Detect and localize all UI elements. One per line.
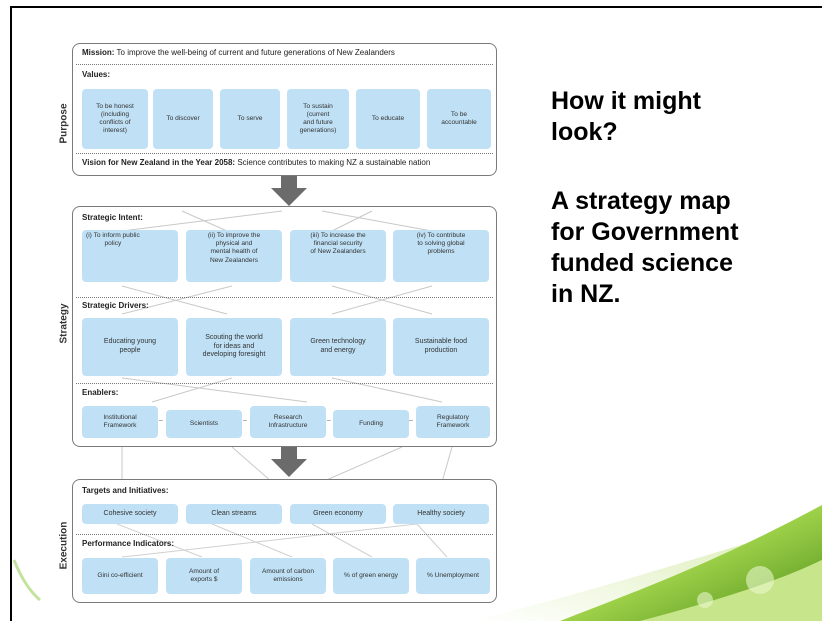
target-box: Cohesive society (82, 504, 178, 524)
driver-box: Scouting the world for ideas and develop… (186, 318, 282, 376)
mission-label: Mission: (82, 48, 115, 57)
values-heading: Values: (82, 70, 110, 79)
value-box: To sustain (current and future generatio… (287, 89, 349, 149)
intent-box: (iv) To contribute to solving global pro… (393, 230, 489, 282)
driver-box: Sustainable food production (393, 318, 489, 376)
value-box: To be honest (including conflicts of int… (82, 89, 148, 149)
connector-lines (116, 523, 448, 558)
indicators-label: Performance Indicators: (82, 539, 175, 548)
targets-label: Targets and Initiatives: (82, 486, 169, 495)
value-box: To discover (153, 89, 213, 149)
enablers-heading: Enablers: (82, 388, 118, 397)
connector-dash: – (409, 417, 413, 424)
slide-subheading: A strategy map for Government funded sci… (551, 187, 739, 308)
divider (76, 153, 493, 154)
target-box: Green economy (290, 504, 386, 524)
indicator-box: % Unemployment (416, 558, 490, 594)
down-arrow-icon (271, 176, 307, 206)
vision-statement: Vision for New Zealand in the Year 2058:… (82, 158, 430, 167)
execution-section-label: Execution (58, 521, 70, 570)
strategic-drivers-heading: Strategic Drivers: (82, 301, 149, 310)
value-box: To serve (220, 89, 280, 149)
divider (76, 383, 493, 384)
indicators-heading: Performance Indicators: (82, 539, 174, 548)
driver-box: Green technology and energy (290, 318, 386, 376)
indicator-box: % of green energy (333, 558, 409, 594)
divider (76, 297, 493, 298)
driver-box: Educating young people (82, 318, 178, 376)
enabler-box: Regulatory Framework (416, 406, 490, 438)
vision-text: Science contributes to making NZ a susta… (235, 158, 431, 167)
target-box: Healthy society (393, 504, 489, 524)
values-label: Values: (82, 70, 111, 79)
enabler-box: Research Infrastructure (250, 406, 326, 438)
divider (76, 64, 493, 65)
drivers-label: Strategic Drivers: (82, 301, 149, 310)
connector-lines (121, 447, 453, 482)
connector-dash: – (243, 417, 247, 424)
enabler-box: Funding (333, 410, 409, 438)
connector-dash: – (327, 417, 331, 424)
vision-label: Vision for New Zealand in the Year 2058: (82, 158, 236, 167)
enabler-box: Institutional Framework (82, 406, 158, 438)
divider (76, 534, 493, 535)
intent-box: (ii) To improve the physical and mental … (186, 230, 282, 282)
strategy-section-label: Strategy (58, 303, 70, 344)
strategic-intent-heading: Strategic Intent: (82, 213, 143, 222)
mission-text: To improve the well-being of current and… (114, 48, 395, 57)
enabler-box: Scientists (166, 410, 242, 438)
purpose-section-label: Purpose (58, 103, 70, 144)
intent-label: Strategic Intent: (82, 213, 143, 222)
indicator-box: Amount of exports $ (166, 558, 242, 594)
value-box: To educate (356, 89, 420, 149)
mission-statement: Mission: To improve the well-being of cu… (82, 48, 395, 57)
connector-lines (121, 210, 443, 403)
indicator-box: Amount of carbon emissions (250, 558, 326, 594)
connector-dash: – (159, 417, 163, 424)
slide-heading: How it might look? (551, 87, 701, 146)
target-box: Clean streams (186, 504, 282, 524)
intent-box: (i) To inform public policy (82, 230, 178, 282)
intent-box: (iii) To increase the financial security… (290, 230, 386, 282)
indicator-box: Gini co-efficient (82, 558, 158, 594)
targets-heading: Targets and Initiatives: (82, 486, 169, 495)
down-arrow-icon (271, 447, 307, 477)
value-box: To be accountable (427, 89, 491, 149)
enablers-label: Enablers: (82, 388, 119, 397)
